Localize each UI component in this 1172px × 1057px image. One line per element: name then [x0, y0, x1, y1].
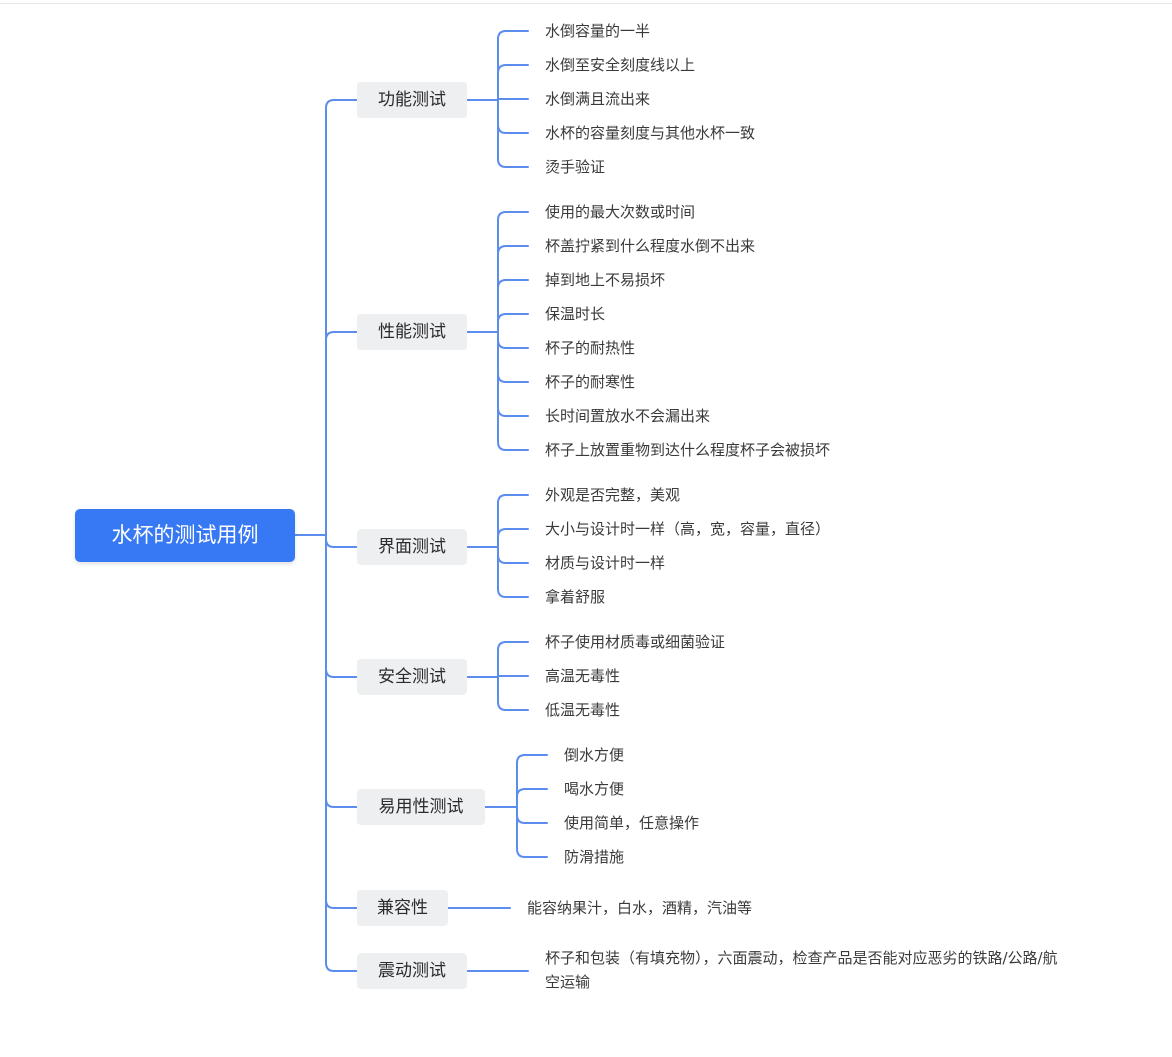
- leaf-performance-3[interactable]: 掉到地上不易损坏: [545, 271, 666, 289]
- leaf-functional-3[interactable]: 水倒满且流出来: [545, 90, 651, 108]
- branch-performance[interactable]: 性能测试: [357, 314, 467, 350]
- group-5-leaf-connector-2: [516, 788, 548, 798]
- group-2-leaf-connector-5: [497, 339, 529, 349]
- leaf-performance-7[interactable]: 长时间置放水不会漏出来: [545, 407, 711, 425]
- group-5-leaf-connector-1: [516, 754, 548, 764]
- branch-security[interactable]: 安全测试: [357, 659, 467, 695]
- leaf-interface-2[interactable]: 大小与设计时一样（高，宽，容量，直径）: [545, 520, 831, 538]
- group-1-leaf-connector-1: [497, 30, 529, 40]
- leaf-security-2[interactable]: 高温无毒性: [545, 667, 621, 685]
- branch-connector-5: [325, 798, 358, 808]
- group-2-leaf-connector-8: [497, 441, 529, 451]
- leaf-performance-5[interactable]: 杯子的耐热性: [545, 339, 636, 357]
- leaf-interface-1[interactable]: 外观是否完整，美观: [545, 486, 681, 504]
- leaf-interface-3[interactable]: 材质与设计时一样: [545, 554, 666, 572]
- leaf-functional-2[interactable]: 水倒至安全刻度线以上: [545, 56, 696, 74]
- group-4-leaf-connector-3: [497, 701, 529, 711]
- leaf-usability-4[interactable]: 防滑措施: [564, 848, 625, 866]
- branch-usability[interactable]: 易用性测试: [357, 789, 485, 825]
- leaf-performance-2[interactable]: 杯盖拧紧到什么程度水倒不出来: [545, 237, 756, 255]
- branch-functional[interactable]: 功能测试: [357, 82, 467, 118]
- leaf-performance-1[interactable]: 使用的最大次数或时间: [545, 203, 696, 221]
- branch-interface[interactable]: 界面测试: [357, 529, 467, 565]
- leaf-performance-4[interactable]: 保温时长: [545, 305, 606, 323]
- group-1-leaf-connector-4: [497, 124, 529, 134]
- root-node[interactable]: 水杯的测试用例: [75, 509, 295, 562]
- branch-connector-7: [325, 962, 358, 972]
- leaf-functional-1[interactable]: 水倒容量的一半: [545, 22, 651, 40]
- leaf-performance-6[interactable]: 杯子的耐寒性: [545, 373, 636, 391]
- leaf-security-3[interactable]: 低温无毒性: [545, 701, 621, 719]
- group-3-leaf-connector-3: [497, 554, 529, 564]
- leaf-vibration-1[interactable]: 杯子和包装（有填充物），六面震动，检查产品是否能对应恶劣的铁路/公路/航空运输: [545, 949, 1058, 991]
- branch-connector-6: [325, 899, 358, 909]
- top-divider: [0, 3, 1172, 4]
- group-1-leaf-connector-5: [497, 158, 529, 168]
- leaf-interface-4[interactable]: 拿着舒服: [545, 588, 606, 606]
- leaf-performance-8[interactable]: 杯子上放置重物到达什么程度杯子会被损坏: [545, 441, 831, 459]
- group-5-leaf-connector-3: [516, 814, 548, 824]
- branch-connector-4: [325, 668, 358, 678]
- leaf-compatibility-1[interactable]: 能容纳果汁，白水，酒精，汽油等: [527, 899, 753, 917]
- group-2-leaf-connector-1: [497, 211, 529, 221]
- group-1-leaf-connector-2: [497, 64, 529, 74]
- leaf-functional-5[interactable]: 烫手验证: [545, 158, 606, 176]
- branch-vibration[interactable]: 震动测试: [357, 953, 467, 989]
- group-2-leaf-connector-4: [497, 313, 529, 323]
- group-3-leaf-connector-1: [497, 494, 529, 504]
- group-2-leaf-connector-3: [497, 279, 529, 289]
- group-3-leaf-connector-4: [497, 588, 529, 598]
- leaf-usability-2[interactable]: 喝水方便: [564, 780, 625, 798]
- leaf-usability-3[interactable]: 使用简单，任意操作: [564, 814, 700, 832]
- branch-connector-3: [325, 538, 358, 548]
- branch-connector-1: [325, 99, 358, 109]
- group-5-leaf-connector-4: [516, 848, 548, 858]
- group-2-leaf-connector-2: [497, 245, 529, 255]
- branch-connector-2: [325, 331, 358, 341]
- group-2-leaf-connector-6: [497, 373, 529, 383]
- leaf-usability-1[interactable]: 倒水方便: [564, 746, 625, 764]
- branch-compatibility[interactable]: 兼容性: [357, 890, 448, 926]
- group-3-leaf-connector-2: [497, 528, 529, 538]
- leaf-security-1[interactable]: 杯子使用材质毒或细菌验证: [545, 633, 726, 651]
- leaf-functional-4[interactable]: 水杯的容量刻度与其他水杯一致: [545, 124, 756, 142]
- group-2-leaf-connector-7: [497, 407, 529, 417]
- group-4-leaf-connector-1: [497, 641, 529, 651]
